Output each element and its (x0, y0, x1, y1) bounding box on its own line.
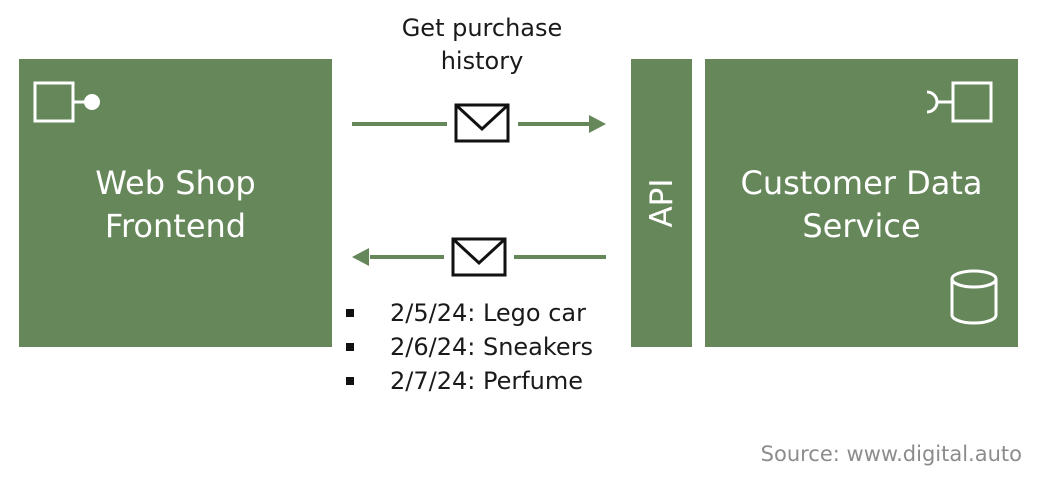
purchase-history-list: 2/5/24: Lego car 2/6/24: Sneakers 2/7/24… (342, 296, 593, 398)
list-item: 2/7/24: Perfume (342, 364, 593, 398)
request-label: Get purchase history (401, 14, 563, 75)
api-bar: API (631, 59, 692, 347)
web-shop-frontend-title: Web Shop Frontend (95, 164, 256, 245)
source-caption: Source: www.digital.auto (760, 442, 1022, 466)
customer-data-service-box: Customer Data Service (705, 59, 1018, 347)
response-arrow (352, 248, 606, 266)
envelope-icon (454, 103, 510, 143)
application-interface-icon (926, 81, 993, 123)
list-item: 2/5/24: Lego car (342, 296, 593, 330)
envelope-icon (451, 237, 507, 277)
application-component-icon (33, 81, 100, 123)
list-item: 2/6/24: Sneakers (342, 330, 593, 364)
customer-data-service-title: Customer Data Service (740, 164, 983, 245)
data-store-icon (950, 269, 998, 325)
request-arrow (352, 115, 606, 133)
web-shop-frontend-box: Web Shop Frontend (19, 59, 332, 347)
